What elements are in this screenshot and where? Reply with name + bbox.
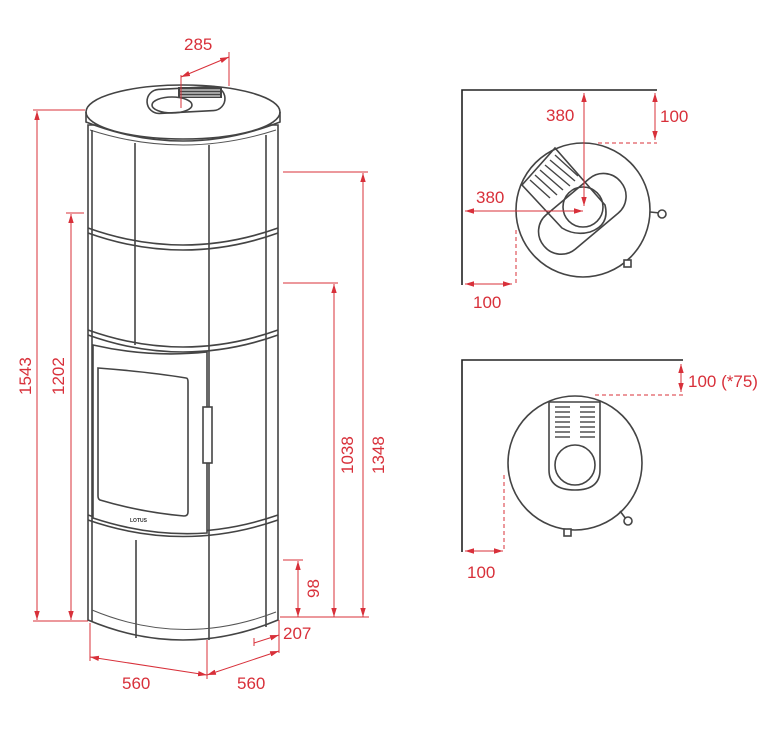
brand-logo: LOTUS [130, 518, 148, 524]
wall-outline [461, 359, 683, 552]
label-100-75-back: 100 (*75) [688, 372, 758, 391]
flue-outlet [554, 444, 596, 486]
vent-grille [529, 154, 579, 199]
label-100-side: 100 [467, 563, 495, 582]
label-207: 207 [283, 624, 311, 643]
dim-285 [180, 56, 230, 78]
flue-plate [537, 172, 627, 256]
flue-outlet [151, 96, 193, 114]
label-560-right: 560 [237, 674, 265, 693]
dim-207 [253, 634, 280, 644]
wall-outline [461, 89, 657, 285]
label-1543: 1543 [16, 357, 35, 395]
label-100-back: 100 [660, 107, 688, 126]
door-knob [657, 209, 667, 219]
stove-plan-outline [507, 395, 643, 531]
label-98: 98 [304, 579, 323, 598]
dim-560-left [89, 655, 208, 677]
top-grille [178, 87, 222, 98]
dim-560-right [206, 650, 280, 676]
top-rim [85, 112, 281, 142]
label-380-horizontal: 380 [476, 188, 504, 207]
door-glass [97, 367, 189, 517]
label-1038: 1038 [338, 436, 357, 474]
door-knob [623, 516, 633, 526]
label-560-left: 560 [122, 674, 150, 693]
stove-plan-outline [515, 142, 651, 278]
vent-grille [555, 406, 595, 438]
foot [563, 528, 572, 537]
label-1348: 1348 [369, 436, 388, 474]
foot [623, 259, 632, 268]
front-dimensions: 285 1543 1202 1348 1038 98 207 [16, 35, 388, 693]
label-1202: 1202 [49, 357, 68, 395]
plan-flat-install: 100 (*75) 100 [461, 359, 758, 582]
label-285: 285 [184, 35, 212, 54]
label-100-side: 100 [473, 293, 501, 312]
door-handle[interactable] [202, 406, 213, 464]
label-380-vertical: 380 [546, 106, 574, 125]
plan-corner-install: 380 100 380 100 [461, 89, 688, 312]
flue-plate [548, 401, 601, 491]
stove-front-view: LOTUS [85, 84, 281, 641]
fire-door[interactable] [92, 343, 208, 535]
